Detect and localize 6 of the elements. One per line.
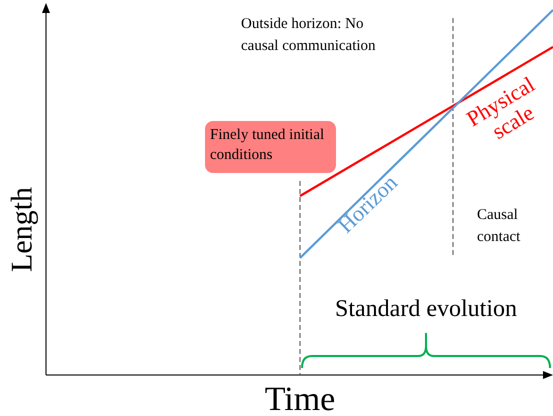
brace-label: Standard evolution	[334, 295, 518, 324]
axis-title: Length	[4, 186, 40, 274]
callout-box: Finely tuned initial conditions	[205, 121, 336, 173]
region-note: Outside horizon: No causal communication	[241, 15, 377, 56]
axis-title: Time	[264, 380, 336, 416]
region-note: Causal contact	[477, 206, 522, 247]
